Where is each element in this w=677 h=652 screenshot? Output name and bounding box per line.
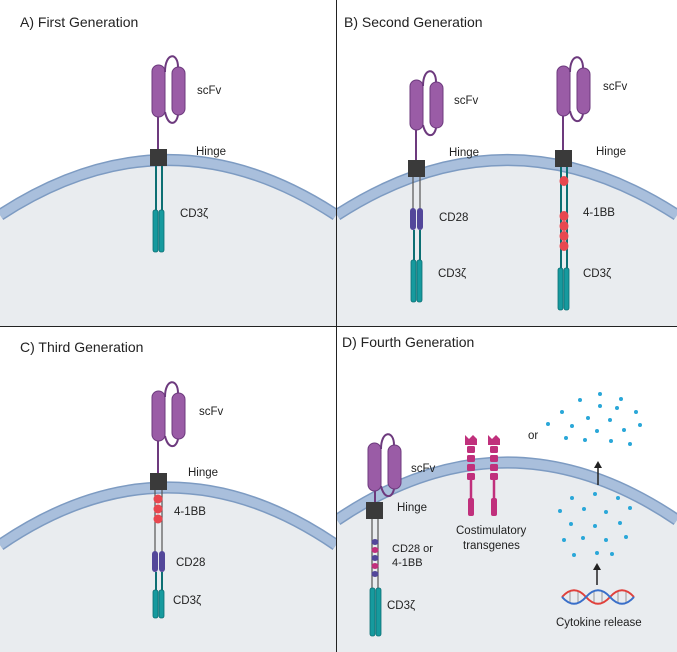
car-receptor-41bb	[555, 56, 591, 311]
hinge-block	[150, 473, 167, 490]
cell-body	[0, 481, 336, 652]
cd28-label: CD28	[176, 557, 205, 569]
car-receptor	[366, 433, 402, 637]
car-receptor-cd28	[408, 70, 444, 303]
costim-label-line1: CD28 or	[392, 543, 433, 555]
41bb-domain	[559, 176, 569, 251]
cd3z-domain	[557, 267, 564, 311]
hinge-label: Hinge	[188, 467, 218, 479]
cd3z-domain	[152, 589, 165, 619]
arrow-up-icon	[593, 563, 601, 585]
cd28-domain	[410, 208, 416, 230]
or-label: or	[528, 430, 538, 442]
panel-a: A) First Generation scFv Hinge CD3ζ	[0, 14, 336, 326]
cd28-label: CD28	[439, 212, 468, 224]
transgenes-label-line2: transgenes	[463, 540, 520, 552]
hinge-block	[150, 149, 167, 166]
hinge-block	[366, 502, 383, 519]
cd3z-label: CD3ζ	[438, 268, 466, 280]
panel-c-title: C) Third Generation	[20, 339, 143, 355]
hinge-label: Hinge	[449, 147, 479, 159]
arrow-up-icon	[594, 461, 602, 485]
cytokines-inside	[558, 492, 632, 557]
costimulatory-transgenes	[465, 435, 500, 516]
cell-body	[337, 154, 677, 326]
hinge-label: Hinge	[596, 146, 626, 158]
scfv-label: scFv	[603, 81, 628, 93]
panel-d: D) Fourth Generation scFv Hinge CD28 or …	[337, 334, 677, 652]
scfv-label: scFv	[197, 85, 222, 97]
costim-label-line2: 4-1BB	[392, 557, 423, 569]
cell-body	[337, 456, 677, 652]
scfv-domain	[151, 381, 186, 448]
scfv-domain	[151, 55, 186, 124]
hinge-block	[555, 150, 572, 167]
panel-a-title: A) First Generation	[20, 14, 138, 30]
cd3z-domain	[152, 166, 165, 253]
hinge-label: Hinge	[196, 146, 226, 158]
panel-d-title: D) Fourth Generation	[342, 334, 474, 350]
cd3z-label: CD3ζ	[180, 208, 208, 220]
panel-b: B) Second Generation scFv Hinge CD28 CD3…	[337, 14, 677, 326]
dna-icon	[561, 589, 635, 605]
hinge-block	[408, 160, 425, 177]
cd28-domain	[152, 551, 165, 572]
cd3z-label: CD3ζ	[173, 595, 201, 607]
41bb-domain	[153, 494, 163, 524]
cd3z-label: CD3ζ	[583, 268, 611, 280]
scfv-label: scFv	[454, 95, 479, 107]
panel-c: C) Third Generation scFv Hinge 4-1BB CD2…	[0, 339, 336, 652]
cd3z-domain	[369, 587, 376, 637]
41bb-label: 4-1BB	[174, 506, 206, 518]
transgenes-label-line1: Costimulatory	[456, 525, 527, 537]
cd3z-domain	[410, 259, 417, 303]
panel-b-title: B) Second Generation	[344, 14, 483, 30]
hinge-label: Hinge	[397, 502, 427, 514]
scfv-label: scFv	[411, 463, 436, 475]
scfv-label: scFv	[199, 406, 224, 418]
transgene-receptor	[465, 435, 477, 516]
cytokine-release-label: Cytokine release	[556, 617, 642, 629]
cell-body	[0, 154, 336, 326]
cd3z-label: CD3ζ	[387, 600, 415, 612]
41bb-label: 4-1BB	[583, 207, 615, 219]
transgene-receptor	[488, 435, 500, 516]
cytokines-outside	[546, 392, 642, 446]
costim-domain	[371, 539, 379, 577]
